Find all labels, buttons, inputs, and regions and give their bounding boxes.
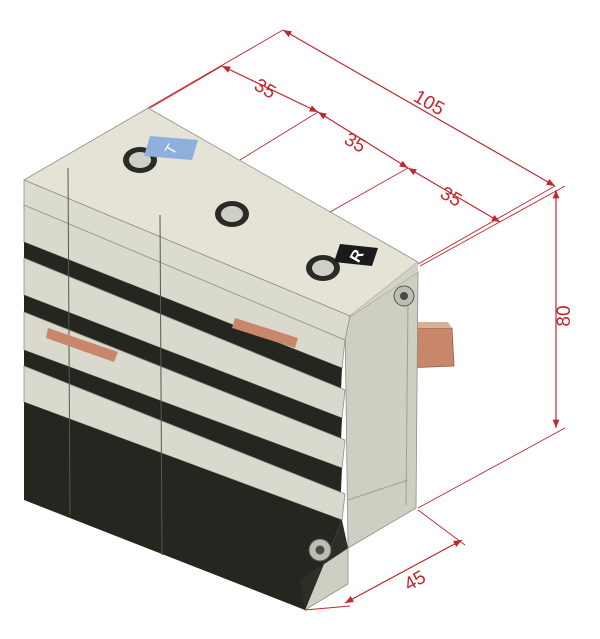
terminal-hole-3 [306,255,340,281]
dim-line-pitch-2 [317,111,409,169]
phase-label-black: R [334,244,378,266]
mounting-screw-top [393,285,415,307]
dim-line-depth [344,539,463,604]
dim-label-pitch-1: 35 [250,75,279,104]
dim-label-total-width: 105 [410,86,448,120]
copper-contacts [46,318,298,362]
fin-stack [23,167,351,610]
dim-label-pitch-2: 35 [340,129,369,158]
dim-line-pitch-3 [407,167,501,223]
dim-label-height: 80 [554,305,575,326]
dimension-lines [147,29,566,611]
terminal-holes [123,147,340,281]
dim-line-pitch-1 [221,65,319,113]
mounting-screw-bottom [308,538,332,562]
terminal-hole-2 [215,201,249,227]
phase-label-blue: T [144,136,198,160]
dim-line-total-width [282,29,556,187]
